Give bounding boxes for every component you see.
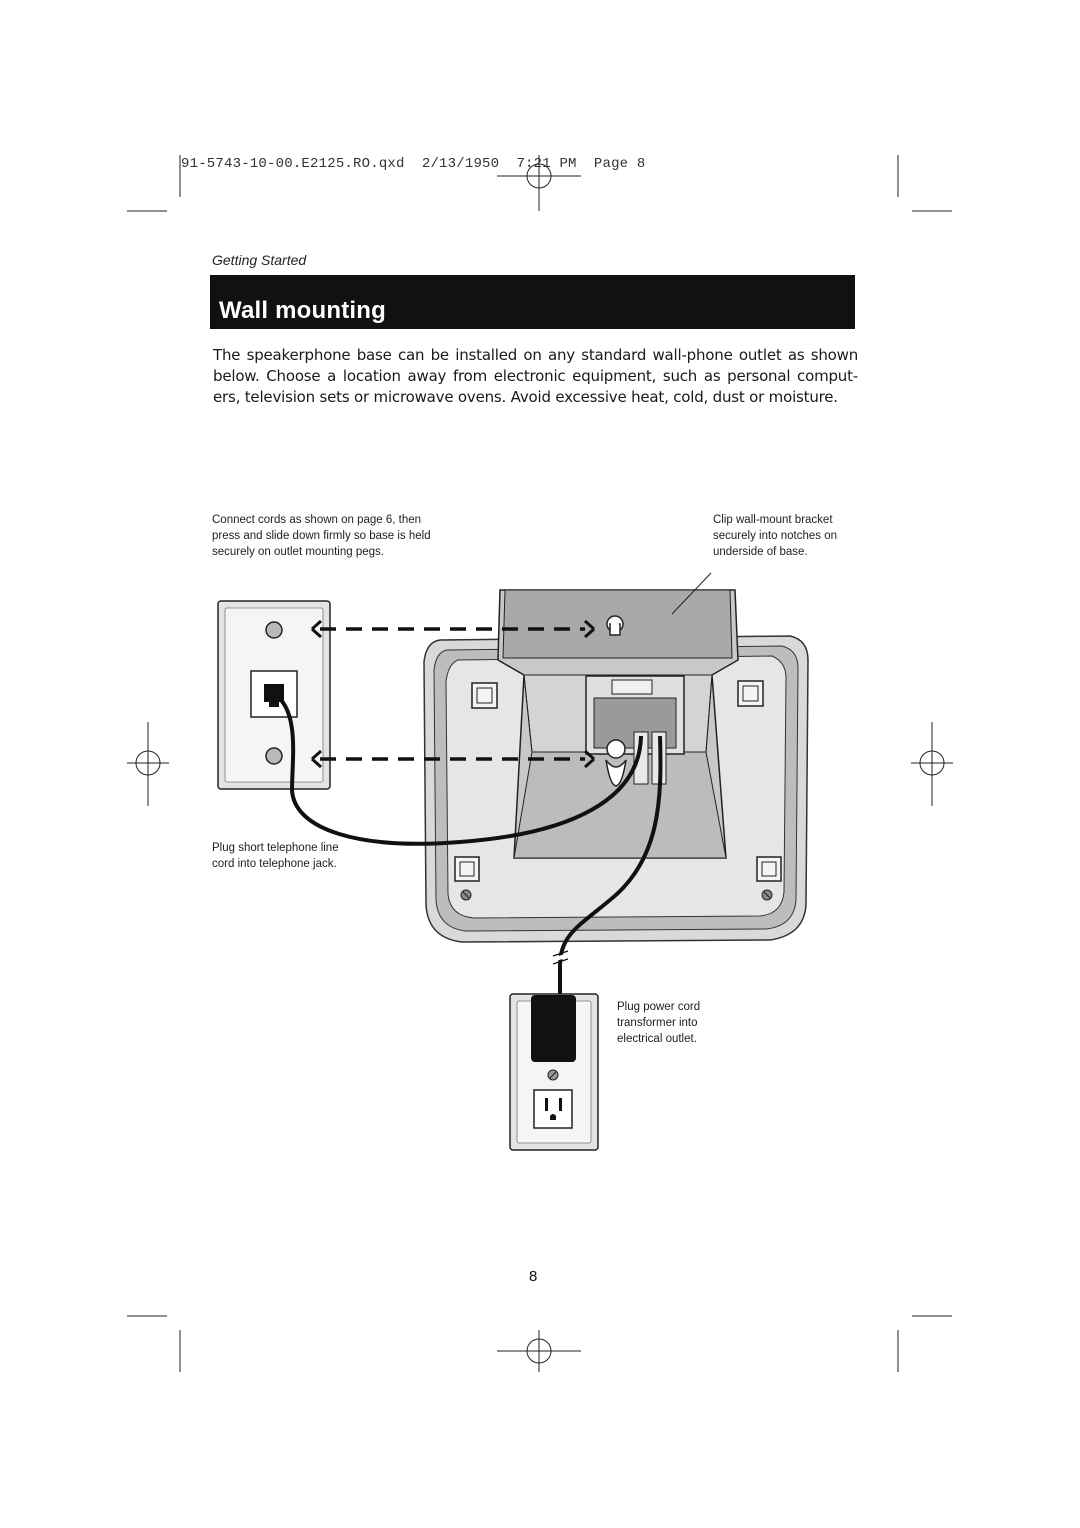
alignment-arrow-lower [311,749,595,769]
page-number: 8 [529,1268,538,1285]
clip-bracket-leader [671,572,712,615]
electrical-outlet [509,993,599,1151]
callout-clip-bracket: Clip wall-mount bracket securely into no… [713,514,838,558]
keyhole-slot-lower-icon [605,739,627,787]
callout-connect-cords: Connect cords as shown on page 6, then p… [212,514,431,558]
base-screw-left-icon [460,889,472,901]
registration-mark-top [497,155,581,211]
callout-plug-power-cord: Plug power cord transformer into electri… [617,1001,701,1045]
power-cord [558,735,663,995]
wall-mount-bracket [497,589,739,859]
telephone-line-cord [272,692,643,846]
telephone-jack-icon [250,670,298,718]
section-label: Getting Started [212,252,307,268]
keyhole-slot-upper-icon [606,615,624,636]
crop-marks [127,155,952,1372]
page-title: Wall mounting [219,297,387,324]
outlet-receptacle-icon [533,1089,573,1129]
power-transformer [531,995,576,1062]
intro-paragraph: The speakerphone base can be installed o… [213,346,858,406]
registration-mark-left [127,722,169,806]
alignment-arrow-upper [311,619,595,639]
file-slug-line: 91-5743-10-00.E2125.RO.qxd 2/13/1950 7:2… [181,156,646,172]
registration-mark-bottom [497,1330,581,1372]
registration-mark-right [911,722,953,806]
base-foot-top-left [471,682,498,709]
mounting-peg-lower-icon [265,747,283,765]
outlet-screw-icon [547,1069,559,1081]
base-foot-bottom-right [756,856,782,882]
cord-break-mark [552,950,569,965]
base-screw-right-icon [761,889,773,901]
title-bar: Wall mounting [210,275,855,329]
base-foot-top-right [737,680,764,707]
base-foot-bottom-left [454,856,480,882]
callout-plug-line-cord: Plug short telephone line cord into tele… [212,842,339,870]
mounting-peg-upper-icon [265,621,283,639]
